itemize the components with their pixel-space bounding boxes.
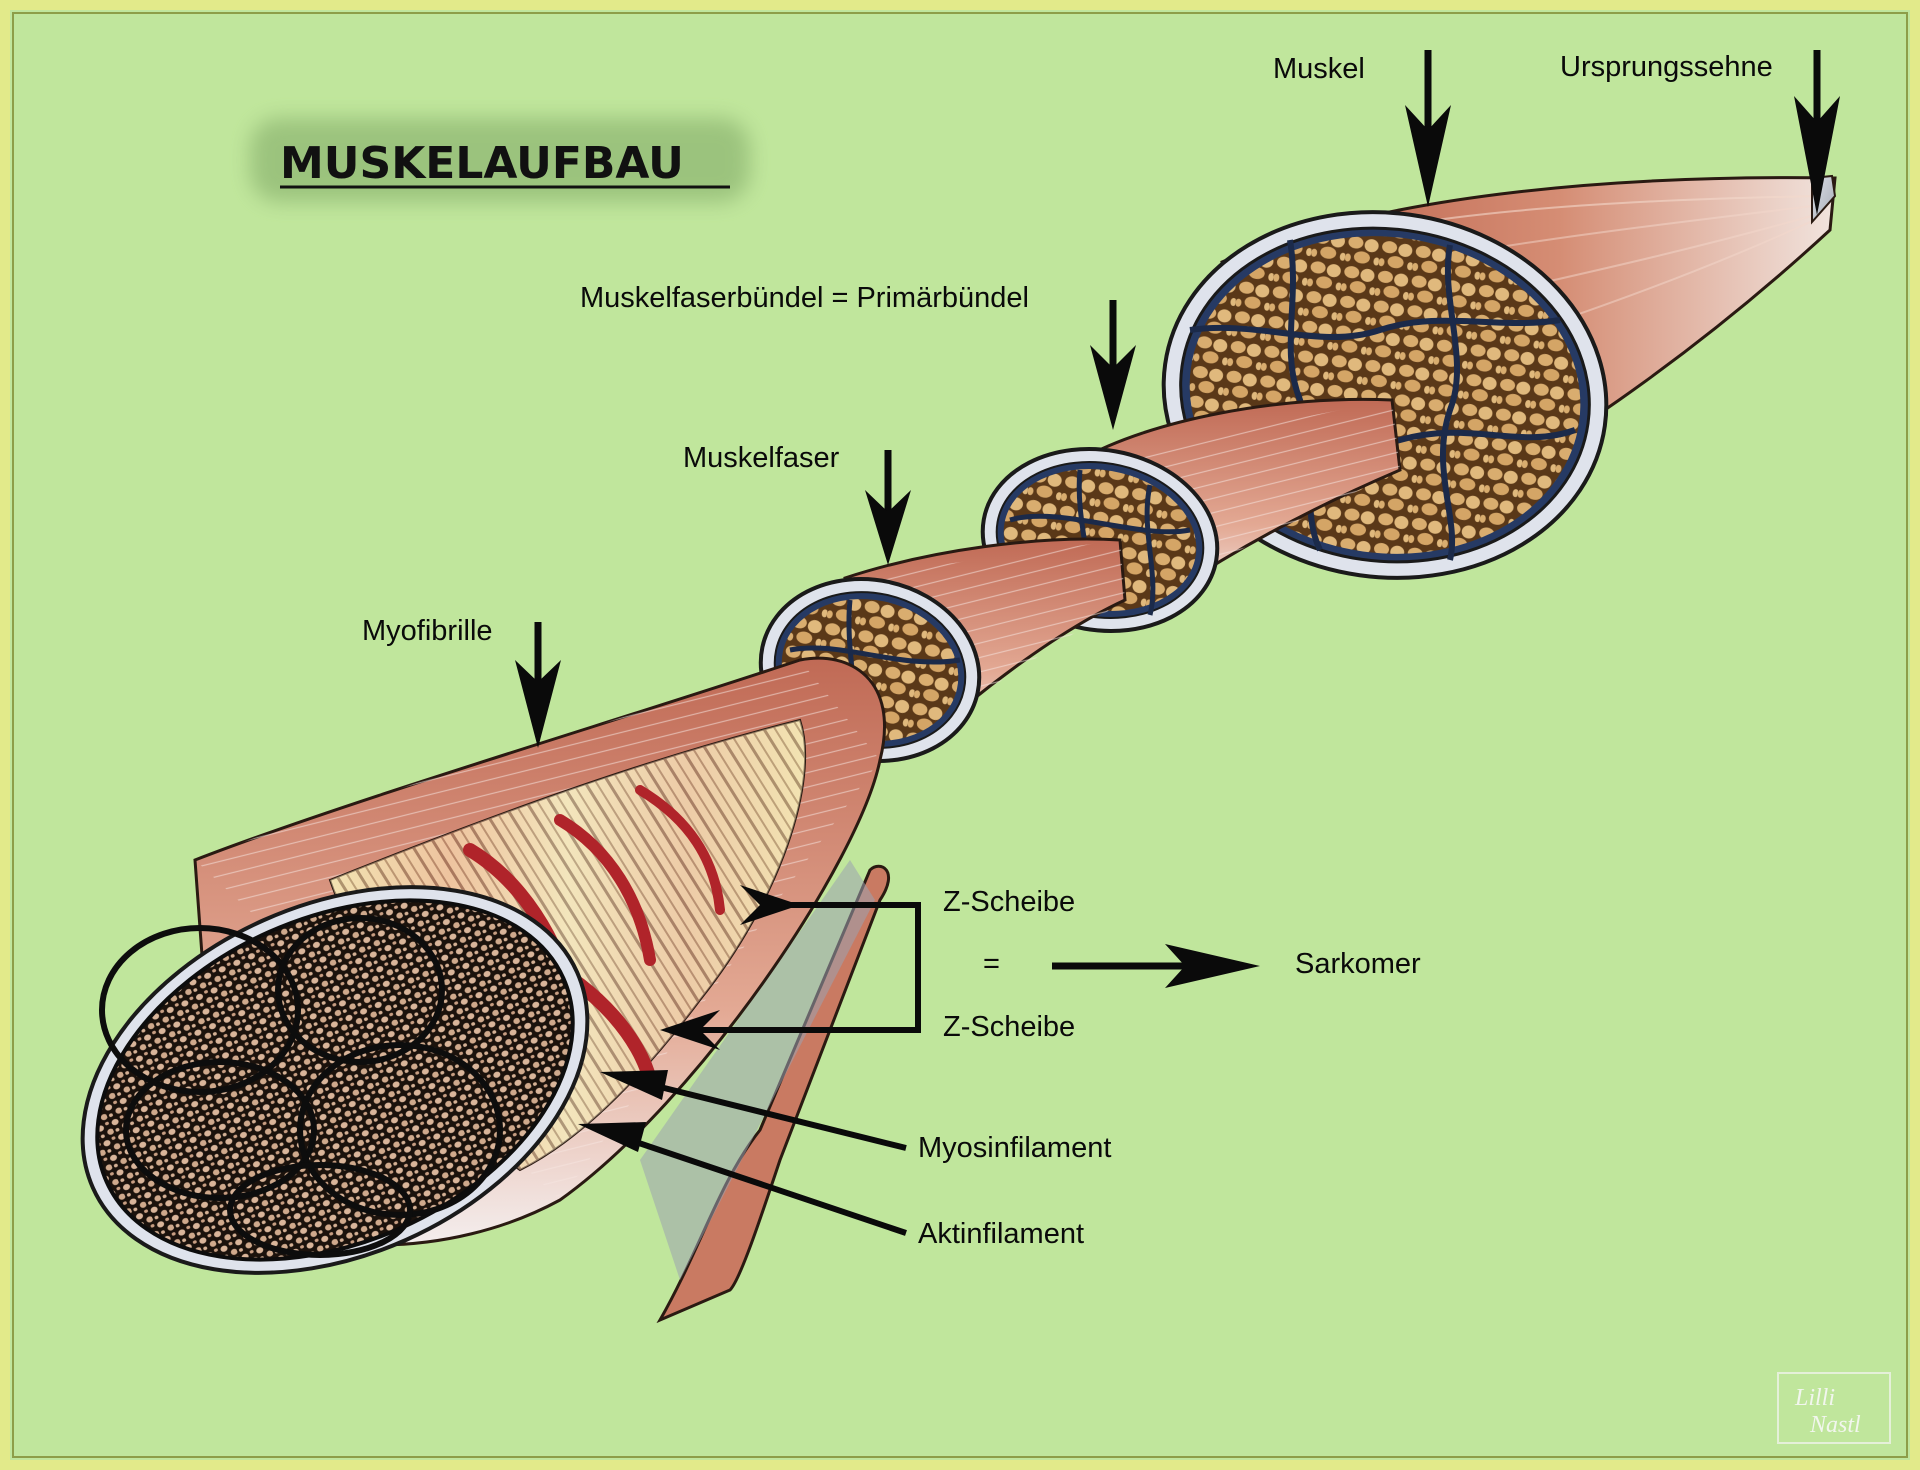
label-aktinfilament: Aktinfilament [918,1218,1084,1250]
frame-inner-line [12,12,1908,1458]
svg-text:Nastl: Nastl [1809,1412,1861,1438]
arrow-aktinfilament [578,1122,907,1236]
arrow-muskel [1405,50,1451,207]
label-z-scheibe-bottom: Z-Scheibe [943,1011,1075,1043]
arrow-ursprungssehne [1794,50,1840,215]
label-sarkomer: Sarkomer [1295,948,1421,980]
arrow-myosinfilament [600,1070,907,1151]
myofibril-illustration [80,656,891,1324]
title-glow [250,118,750,202]
arrow-myofibrille [515,622,561,748]
diagram-title: MUSKELAUFBAU [280,138,684,189]
svg-text:Lilli: Lilli [1794,1385,1835,1411]
bracket-sarkomer [660,885,921,1050]
muscle-fiber-illustration [758,537,1127,763]
label-muskelfaser: Muskelfaser [683,442,840,474]
arrow-muskelfaser [865,450,911,565]
arrow-sarkomer [1052,944,1260,988]
arrow-muskelfaserbuendel [1090,300,1136,430]
label-equals: = [983,948,1000,980]
label-muskel: Muskel [1273,53,1365,85]
label-myofibrille: Myofibrille [362,615,493,647]
label-myosinfilament: Myosinfilament [918,1132,1111,1164]
watermark-signature: Lilli Nastl [1777,1372,1891,1444]
label-z-scheibe-top: Z-Scheibe [943,886,1075,918]
label-ursprungssehne: Ursprungssehne [1560,51,1773,83]
label-muskelfaserbuendel: Muskelfaserbündel = Primärbündel [580,282,1029,314]
